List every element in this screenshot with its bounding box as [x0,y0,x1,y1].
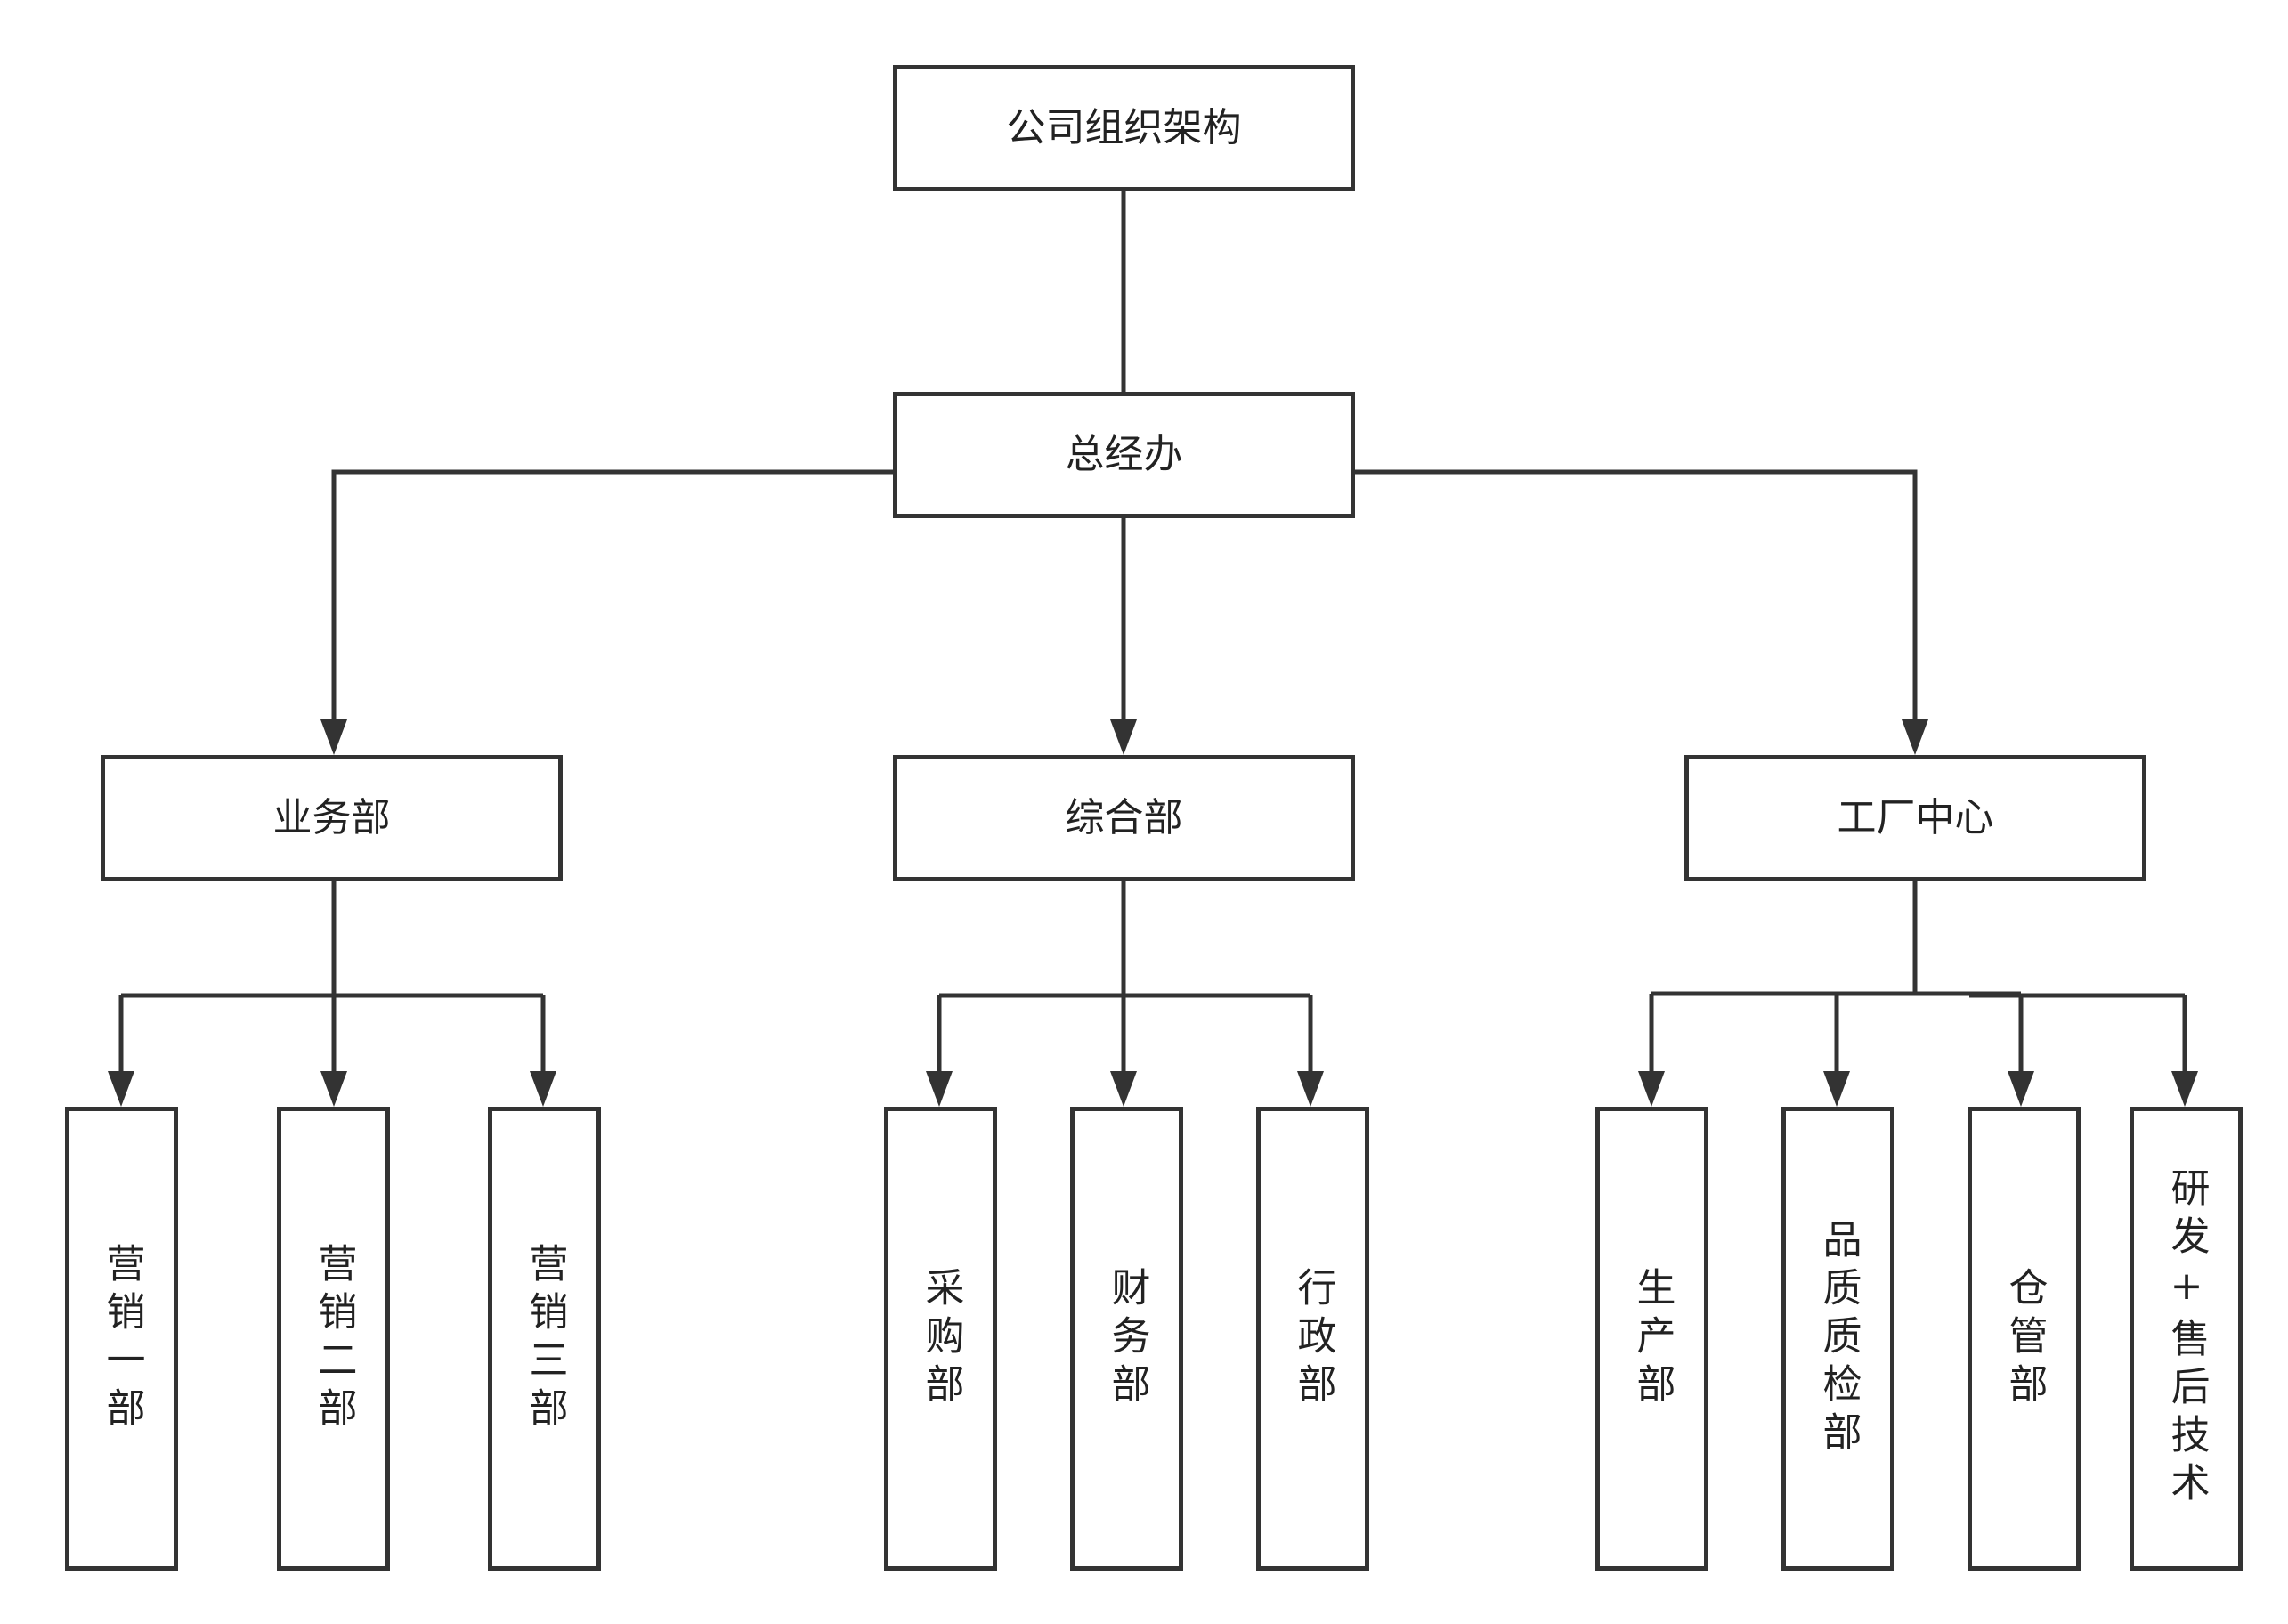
dept-label: 行政部 [1290,1266,1336,1411]
dept-label: 品质质检部 [1815,1218,1862,1459]
dept-purchasing: 采购部 [884,1107,997,1571]
dept-finance: 财务部 [1070,1107,1183,1571]
dept-label: 采购部 [918,1266,964,1411]
dept-rnd-service: 研发+售后技术 [2130,1107,2243,1571]
dept-production: 生产部 [1595,1107,1708,1571]
arrow-sales-1 [108,1071,134,1107]
division-label: 业务部 [272,795,391,840]
division-factory: 工厂中心 [1684,755,2146,881]
dept-label: 营销三部 [522,1242,568,1435]
division-label: 综合部 [1065,795,1183,840]
dept-label: 生产部 [1629,1266,1675,1411]
arrow-sales-3 [530,1071,556,1107]
division-business: 业务部 [101,755,563,881]
dept-administration: 行政部 [1256,1107,1369,1571]
arrow-sales-2 [320,1071,347,1107]
arrow-general [1110,719,1137,755]
dept-label: 仓管部 [2001,1266,2048,1411]
arrow-factory [1902,719,1928,755]
root-label: 公司组织架构 [1006,105,1242,150]
dept-sales-2: 营销二部 [277,1107,390,1571]
arrow-general-dept-1 [926,1071,953,1107]
arrow-general-dept-2 [1110,1071,1137,1107]
dept-sales-1: 营销一部 [65,1107,178,1571]
dept-sales-3: 营销三部 [488,1107,601,1571]
dept-label: 财务部 [1104,1266,1150,1411]
dept-label: 研发+售后技术 [2163,1167,2210,1510]
arrow-general-dept-3 [1297,1071,1324,1107]
arrow-factory-dept-1 [1638,1071,1665,1107]
division-general: 综合部 [893,755,1355,881]
arrow-factory-dept-4 [2171,1071,2198,1107]
connector-office-business [331,469,893,721]
arrow-factory-dept-3 [2008,1071,2034,1107]
connector-office-factory [1355,469,1918,721]
general-office-label: 总经办 [1065,432,1183,477]
root-node: 公司组织架构 [893,65,1355,191]
arrow-business [320,719,347,755]
arrow-factory-dept-2 [1823,1071,1850,1107]
general-office-node: 总经办 [893,392,1355,518]
dept-warehouse: 仓管部 [1968,1107,2081,1571]
dept-quality: 品质质检部 [1781,1107,1894,1571]
division-label: 工厂中心 [1837,795,1994,840]
dept-label: 营销一部 [99,1242,145,1435]
dept-label: 营销二部 [311,1242,357,1435]
